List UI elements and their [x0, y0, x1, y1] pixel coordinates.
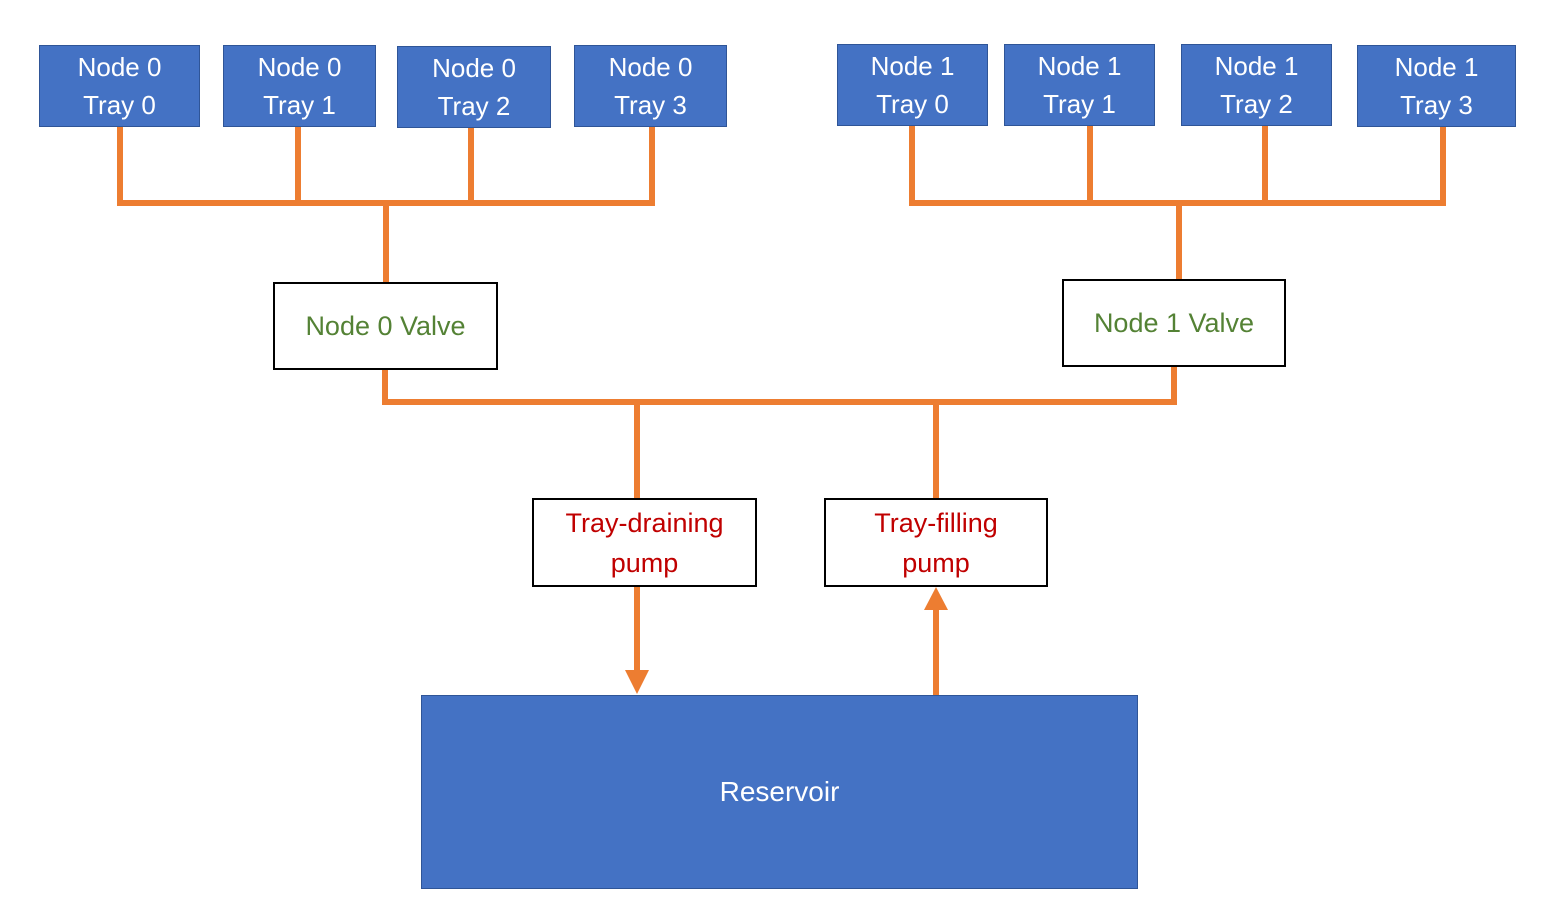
arrowhead-down	[625, 670, 649, 694]
tray-node-label: Node 0	[257, 52, 342, 82]
tray-label: Tray 3	[614, 90, 687, 120]
tray-label: Tray 0	[83, 90, 156, 120]
pump-label-line2: pump	[902, 547, 970, 578]
node1-valve: Node 1 Valve	[1062, 279, 1286, 367]
valve-label: Node 0 Valve	[305, 310, 466, 341]
node0-tray2: Node 0 Tray 2	[397, 46, 551, 128]
valve-label: Node 1 Valve	[1093, 307, 1255, 338]
tray-draining-pump: Tray-draining pump	[532, 498, 757, 587]
pump-label-line2: pump	[610, 547, 679, 578]
node1-tray0: Node 1 Tray 0	[837, 44, 988, 126]
tray-label: Tray 2	[1220, 89, 1293, 119]
pump-label-line1: Tray-filling	[874, 507, 998, 538]
tray-label: Tray 1	[263, 90, 336, 120]
node0-tray1: Node 0 Tray 1	[223, 45, 376, 127]
tray-label: Tray 3	[1400, 90, 1473, 120]
tray-node-label: Node 0	[608, 52, 693, 82]
tray-node-label: Node 0	[77, 52, 162, 82]
pump-label-line1: Tray-draining	[565, 507, 724, 538]
node1-tray3: Node 1 Tray 3	[1357, 45, 1516, 127]
tray-label: Tray 0	[876, 89, 949, 119]
tray-node-label: Node 1	[1037, 51, 1122, 81]
reservoir: Reservoir	[421, 695, 1138, 889]
tray-node-label: Node 1	[870, 51, 955, 81]
node0-tray3: Node 0 Tray 3	[574, 45, 727, 127]
tray-node-label: Node 0	[432, 53, 516, 83]
node1-tray1: Node 1 Tray 1	[1004, 44, 1155, 126]
node1-tray2: Node 1 Tray 2	[1181, 44, 1332, 126]
tray-label: Tray 2	[437, 91, 511, 121]
arrowhead-up	[924, 587, 948, 610]
tray-label: Tray 1	[1043, 89, 1116, 119]
tray-node-label: Node 1	[1214, 51, 1299, 81]
tray-node-label: Node 1	[1394, 52, 1479, 82]
reservoir-label: Reservoir	[719, 776, 840, 807]
tray-filling-pump: Tray-filling pump	[824, 498, 1048, 587]
node0-tray0: Node 0 Tray 0	[39, 45, 200, 127]
node0-valve: Node 0 Valve	[273, 282, 498, 370]
